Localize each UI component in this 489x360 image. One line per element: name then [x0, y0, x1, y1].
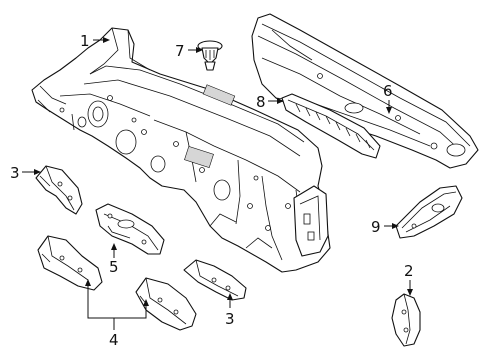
callout-1: 1 [80, 32, 90, 50]
brace-part-4-right [135, 277, 197, 331]
bracket-part-3-right [183, 259, 247, 301]
cowl-panel-part-6 [251, 13, 479, 169]
bracket-part-9 [395, 185, 463, 239]
brace-part-4-left [37, 235, 103, 291]
dash-panel-part-1 [31, 27, 331, 273]
callout-labels: 1 7 6 8 3 5 4 3 9 2 [10, 32, 414, 349]
callout-5: 5 [109, 258, 119, 276]
callout-6: 6 [383, 82, 393, 100]
callout-3-left: 3 [10, 164, 20, 182]
callout-8: 8 [256, 93, 266, 111]
clip-part-7 [197, 40, 223, 71]
callout-2: 2 [404, 262, 414, 280]
bracket-part-3-left [35, 165, 83, 215]
callout-4: 4 [109, 331, 119, 349]
callout-7: 7 [175, 42, 185, 60]
callout-9: 9 [371, 218, 381, 236]
bracket-part-2 [391, 293, 421, 347]
seal-strip-part-8 [281, 93, 381, 159]
reinforcement-part-5 [95, 203, 165, 255]
callout-3-right: 3 [225, 310, 235, 328]
leader-lines [22, 37, 413, 330]
